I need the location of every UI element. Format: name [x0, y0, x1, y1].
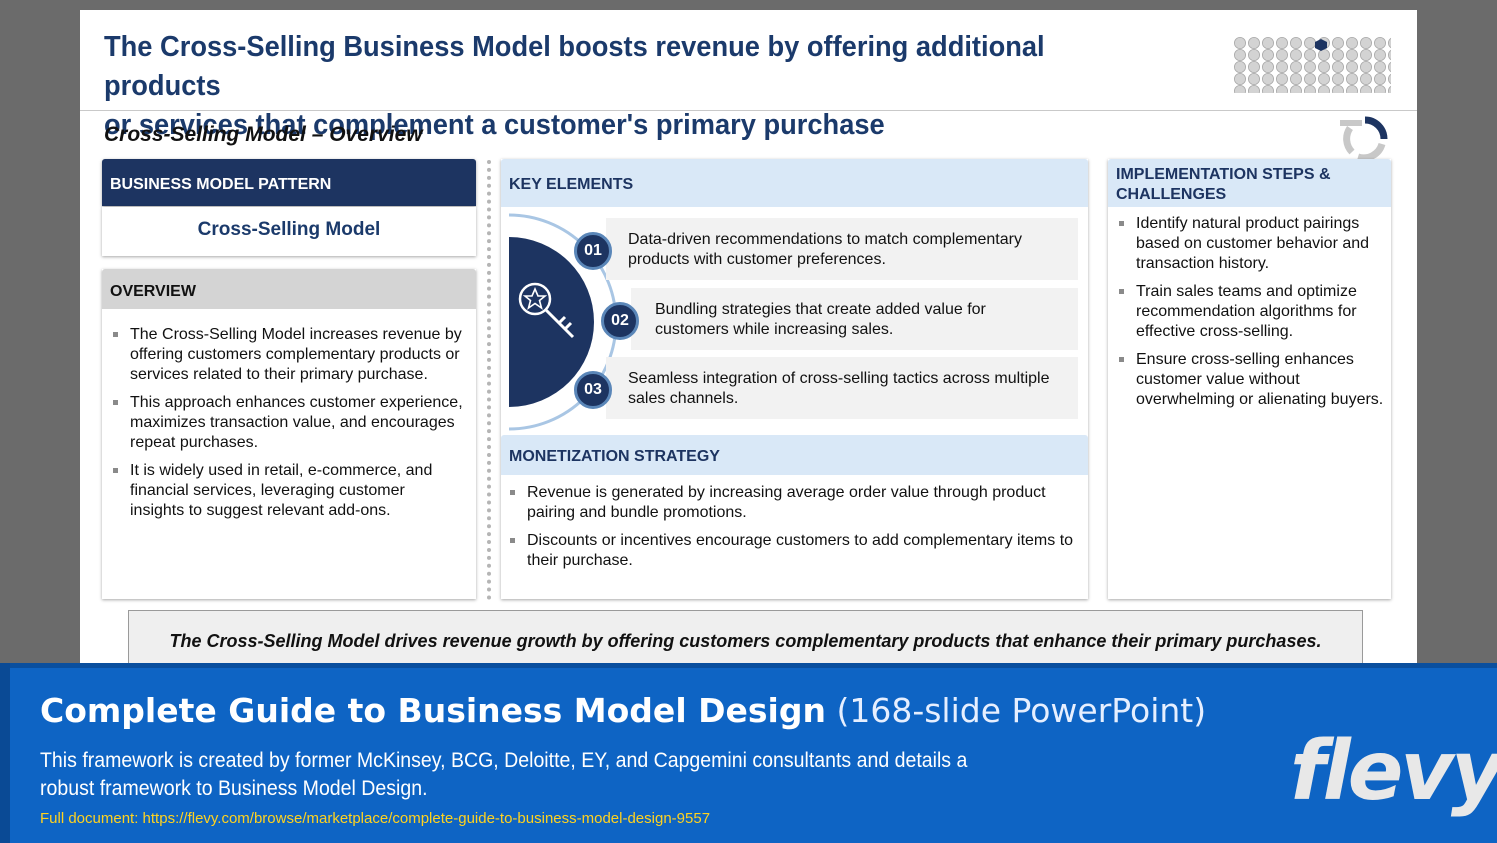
title-divider	[80, 110, 1417, 111]
list-item: Discounts or incentives encourage custom…	[505, 531, 1080, 571]
list-item: Revenue is generated by increasing avera…	[505, 483, 1080, 523]
key-element-badge: 01	[574, 232, 612, 270]
column-divider	[487, 160, 491, 600]
pattern-name: Cross-Selling Model	[197, 219, 381, 240]
key-element-row-3: Seamless integration of cross-selling ta…	[606, 357, 1078, 419]
list-item: Identify natural product pairings based …	[1114, 214, 1384, 274]
list-item: Ensure cross-selling enhances customer v…	[1114, 350, 1384, 410]
banner-title-main: Complete Guide to Business Model Design	[40, 691, 826, 730]
key-element-badge: 02	[601, 302, 639, 340]
slide-title-line-1: The Cross-Selling Business Model boosts …	[104, 31, 1045, 102]
implementation-list: Identify natural product pairings based …	[1114, 214, 1384, 418]
monetization-header-label: MONETIZATION STRATEGY	[509, 448, 720, 465]
list-item: It is widely used in retail, e-commerce,…	[108, 461, 463, 521]
implementation-panel: IMPLEMENTATION STEPS & CHALLENGES Identi…	[1108, 159, 1391, 599]
summary-callout-text: The Cross-Selling Model drives revenue g…	[169, 631, 1322, 651]
key-element-row-1: Data-driven recommendations to match com…	[606, 218, 1078, 280]
monetization-header: MONETIZATION STRATEGY	[501, 435, 1088, 475]
pattern-header: BUSINESS MODEL PATTERN	[102, 159, 476, 206]
key-elements-header-label: KEY ELEMENTS	[509, 176, 634, 193]
slide-subtitle: Cross-Selling Model – Overview	[104, 123, 423, 146]
pattern-header-label: BUSINESS MODEL PATTERN	[110, 176, 332, 193]
key-element-row-2: Bundling strategies that create added va…	[631, 288, 1078, 350]
overview-panel: OVERVIEW The Cross-Selling Model increas…	[102, 269, 476, 599]
hexagon-pattern-icon	[1233, 37, 1391, 93]
banner-title: Complete Guide to Business Model Design …	[40, 691, 1206, 730]
slide-title: The Cross-Selling Business Model boosts …	[104, 28, 1138, 145]
banner-title-sub: (168-slide PowerPoint)	[836, 691, 1207, 730]
overview-header-label: OVERVIEW	[110, 283, 196, 300]
key-element-badge: 03	[574, 371, 612, 409]
slide-title-line-2: or services that complement a customer's…	[104, 109, 885, 141]
key-element-text: Data-driven recommendations to match com…	[628, 231, 1022, 268]
summary-callout: The Cross-Selling Model drives revenue g…	[128, 610, 1363, 663]
banner-top-edge	[0, 663, 1497, 668]
implementation-header-label: IMPLEMENTATION STEPS & CHALLENGES	[1116, 166, 1331, 203]
key-elements-header: KEY ELEMENTS	[501, 159, 1088, 207]
monetization-list: Revenue is generated by increasing avera…	[505, 483, 1080, 579]
document-link[interactable]: Full document: https://flevy.com/browse/…	[40, 810, 711, 827]
flevy-logo[interactable]: flevy	[1290, 724, 1497, 819]
overview-list: The Cross-Selling Model increases revenu…	[108, 325, 463, 529]
key-element-text: Bundling strategies that create added va…	[655, 301, 986, 338]
list-item: This approach enhances customer experien…	[108, 393, 463, 453]
list-item: Train sales teams and optimize recommend…	[1114, 282, 1384, 342]
list-item: The Cross-Selling Model increases revenu…	[108, 325, 463, 385]
key-element-text: Seamless integration of cross-selling ta…	[628, 370, 1050, 407]
key-star-icon	[518, 282, 575, 339]
promo-banner: Complete Guide to Business Model Design …	[0, 663, 1497, 843]
banner-left-edge	[0, 663, 10, 843]
overview-header: OVERVIEW	[102, 269, 476, 309]
slide: The Cross-Selling Business Model boosts …	[80, 10, 1417, 663]
banner-description: This framework is created by former McKi…	[40, 749, 968, 800]
cycle-arrows-icon	[1340, 116, 1388, 162]
pattern-name-box: Cross-Selling Model	[102, 207, 476, 256]
implementation-header: IMPLEMENTATION STEPS & CHALLENGES	[1108, 159, 1391, 207]
key-elements-panel: KEY ELEMENTS Data-driven recommendations…	[501, 159, 1088, 599]
